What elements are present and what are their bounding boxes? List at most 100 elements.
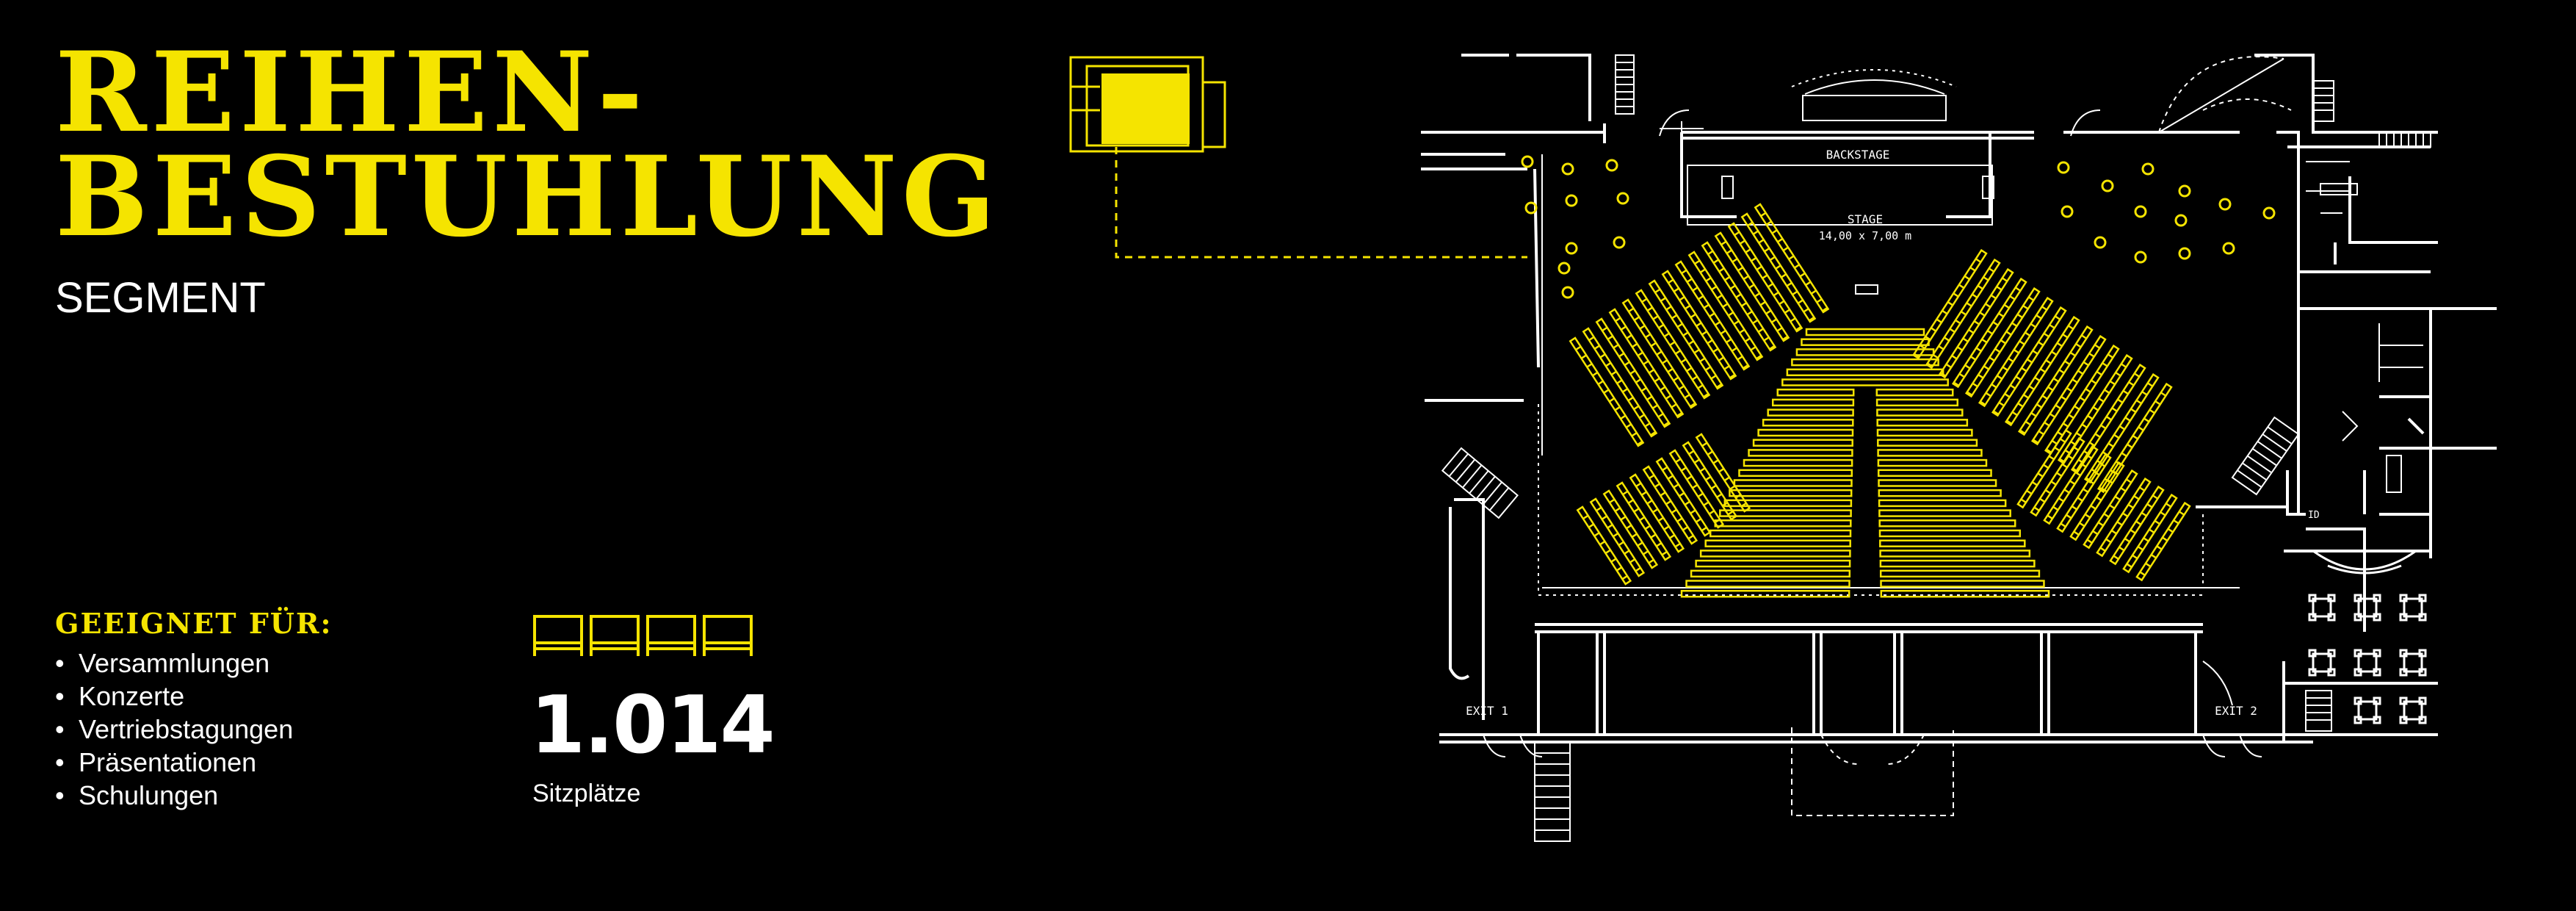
standing-table <box>2094 236 2107 249</box>
cocktail-table-icon <box>2354 594 2381 622</box>
seat-row-right-upper <box>2030 334 2107 446</box>
seat-row-right-upper <box>1964 287 2041 398</box>
standing-table <box>2101 179 2114 192</box>
standing-tables <box>1521 155 2276 299</box>
standing-table <box>1616 192 1629 205</box>
seat-row-right-upper <box>1938 267 2014 379</box>
seat-row <box>1786 368 1944 377</box>
plan-details <box>1483 56 2423 816</box>
seat-row-left-upper <box>1621 298 1698 409</box>
seat-row-right-lower <box>2069 461 2125 541</box>
seat-row <box>1791 358 1939 367</box>
seat-row-right-lower <box>2030 436 2085 517</box>
seat-row <box>1880 589 2050 598</box>
standing-table <box>1524 201 1538 215</box>
seat-row <box>1877 439 1978 447</box>
list-item: Präsentationen <box>55 746 293 779</box>
seat-row-right-lower <box>2043 444 2099 525</box>
seat-row-left-upper <box>1582 327 1658 438</box>
standing-table <box>1521 155 1534 168</box>
seat-row <box>1876 428 1973 437</box>
seat-row <box>1805 328 1925 336</box>
cocktail-table-icon <box>2354 696 2381 724</box>
seat-row <box>1762 419 1854 427</box>
seat-row-left-upper <box>1727 222 1803 333</box>
seat-row-left-upper <box>1701 241 1777 352</box>
seat-row <box>1699 550 1851 558</box>
seat-row-left-upper <box>1687 251 1764 361</box>
cocktail-table-icon <box>2399 594 2427 622</box>
seat-row <box>1875 388 1954 397</box>
cocktail-table-icon <box>2399 696 2427 724</box>
seat-row <box>1878 479 1997 487</box>
seat-row-left-lower <box>1629 473 1685 553</box>
seat-row <box>1767 408 1854 417</box>
standing-table <box>2061 205 2074 218</box>
exit-2-label: EXIT 2 <box>2215 704 2257 718</box>
walls <box>1421 54 2497 743</box>
seat-row-right-upper <box>2070 363 2146 475</box>
layout-subtitle: SEGMENT <box>55 274 266 322</box>
seat-row-right-upper <box>1911 248 1988 360</box>
seat-row-right-upper <box>2017 325 2094 436</box>
seat-row <box>1878 499 2007 508</box>
seat-row-right-upper <box>1991 306 2067 417</box>
seat-row <box>1771 398 1855 407</box>
seat-row <box>1690 569 1851 578</box>
seat-count-label: Sitzplätze <box>532 779 641 807</box>
seat-row <box>1748 449 1853 457</box>
seat-row-left-lower <box>1695 433 1751 513</box>
seat-row-left-upper <box>1754 203 1830 314</box>
seat-row <box>1878 489 2002 497</box>
cocktail-table-icon <box>2354 649 2381 677</box>
backstage-label: BACKSTAGE <box>1826 148 1890 162</box>
seat-row-right-lower <box>2109 485 2165 566</box>
seat-row <box>1877 458 1988 467</box>
standing-table <box>2262 206 2276 220</box>
seat-row <box>1757 428 1854 437</box>
seat-row <box>1880 580 2045 588</box>
seat-row-right-upper <box>1978 296 2054 408</box>
list-item: Versammlungen <box>55 647 293 680</box>
cocktail-table-icon <box>2399 649 2427 677</box>
suited-list: Versammlungen Konzerte Vertriebstagungen… <box>55 647 293 812</box>
seat-row <box>1878 509 2011 517</box>
seat-row-left-upper <box>1661 270 1737 381</box>
seat-row-left-lower <box>1642 465 1698 545</box>
seat-row-right-lower <box>2083 469 2138 550</box>
seat-row <box>1723 499 1853 508</box>
stage-label: STAGE <box>1848 212 1883 226</box>
standing-table <box>2174 214 2188 227</box>
seat-row-left-lower <box>1602 489 1659 569</box>
standing-table <box>1561 286 1574 299</box>
seat-row <box>1879 569 2041 578</box>
seat-row-right-upper <box>2044 344 2120 455</box>
standing-table <box>2141 162 2154 176</box>
list-item: Vertriebstagungen <box>55 713 293 746</box>
standing-table <box>2178 184 2191 198</box>
seat-row <box>1877 469 1992 478</box>
seat-row <box>1878 519 2016 527</box>
standing-table <box>2218 198 2232 211</box>
seat-row <box>1877 449 1983 457</box>
seat-row <box>1719 509 1852 517</box>
standing-table <box>1613 236 1626 249</box>
seat-row-left-upper <box>1740 212 1817 323</box>
lounge-tables <box>2308 550 2427 724</box>
seat-row-right-upper <box>2057 353 2133 465</box>
stage-size-label: 14,00 x 7,00 m <box>1819 229 1911 242</box>
seat-row <box>1685 580 1850 588</box>
seat-row-left-upper <box>1674 260 1751 371</box>
building-locator-icon <box>1069 56 1527 259</box>
list-item: Schulungen <box>55 779 293 812</box>
seat-row-right-upper <box>2004 315 2080 427</box>
list-item: Konzerte <box>55 680 293 713</box>
seat-row-left-upper <box>1714 231 1790 342</box>
seat-row <box>1879 559 2036 568</box>
seat-row-right-upper <box>1925 258 2001 370</box>
title-line-1: REIHEN- <box>55 28 648 157</box>
cocktail-table-icon <box>2308 649 2336 677</box>
exit-1-label: EXIT 1 <box>1466 704 1508 718</box>
standing-table <box>1561 162 1574 176</box>
